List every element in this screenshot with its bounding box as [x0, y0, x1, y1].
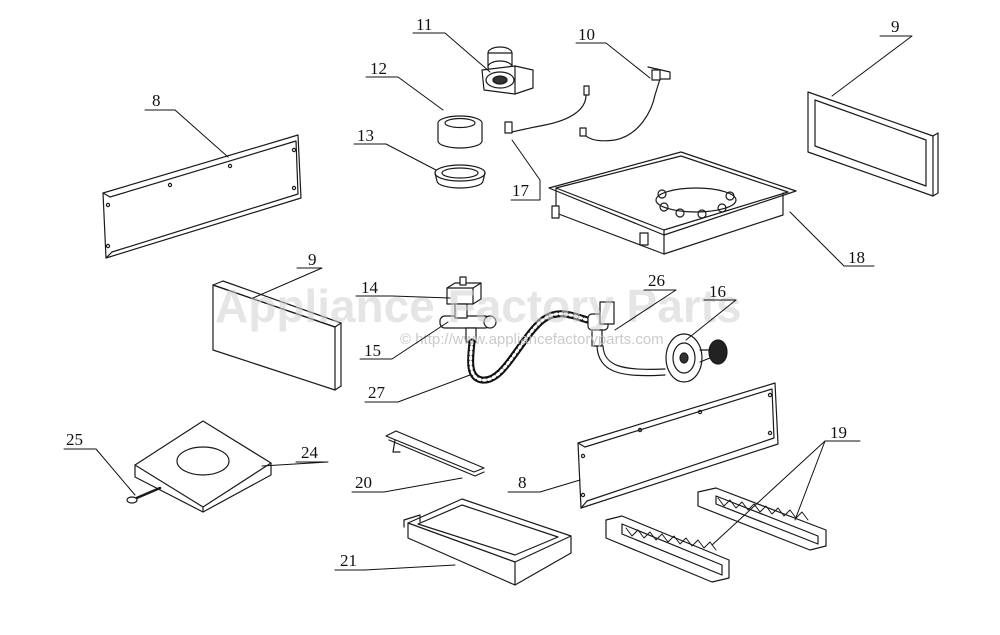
part-16-gas-regulator: [665, 333, 728, 383]
callout-label-17: 17: [512, 181, 530, 200]
callout-label-25: 25: [66, 430, 83, 449]
callout-label-8-lower: 8: [518, 473, 527, 492]
callout-label-12: 12: [370, 59, 387, 78]
callout-label-13: 13: [357, 126, 374, 145]
part-8-front-panel-lower: [577, 382, 779, 509]
callout-label-18: 18: [848, 248, 865, 267]
callout-label-27: 27: [368, 383, 386, 402]
part-26-elbow-fitting: [587, 301, 666, 377]
callout-label-8-upper: 8: [152, 91, 161, 110]
part-17-igniter-wire: [504, 85, 590, 134]
part-27-flex-gas-hose: [467, 310, 599, 384]
callout-label-15: 15: [364, 341, 381, 360]
part-13-burner-ring: [434, 164, 486, 189]
part-10-thermocouple: [579, 66, 671, 142]
watermark-brand: Appliance Factory Parts: [215, 280, 742, 332]
callout-label-16: 16: [709, 282, 726, 301]
callout-label-11: 11: [416, 15, 432, 34]
callout-label-26: 26: [648, 271, 665, 290]
part-11-burner-valve: [481, 46, 534, 95]
callout-label-20: 20: [355, 473, 372, 492]
callout-label-21: 21: [340, 551, 357, 570]
part-12-burner-cap: [437, 115, 483, 149]
callout-label-24: 24: [301, 443, 319, 462]
callout-label-14: 14: [361, 278, 379, 297]
part-19-vent-grilles: [605, 487, 827, 583]
part-20-bracket-strip: [385, 430, 485, 477]
part-24-mounting-plate: [134, 420, 272, 513]
part-8-front-panel-upper: [102, 134, 302, 259]
part-14-gas-valve: [446, 276, 482, 305]
callout-label-10: 10: [578, 25, 595, 44]
callout-label-9-upper: 9: [891, 17, 900, 36]
part-9-side-panel-lower: [212, 280, 342, 391]
part-25-screw: [126, 486, 162, 504]
callout-leaders: [63, 32, 913, 571]
part-18-burner-box: [548, 151, 797, 255]
callout-label-9-lower: 9: [308, 250, 317, 269]
part-15-manifold-fitting: [439, 303, 497, 343]
part-9-side-panel-upper: [807, 91, 939, 197]
callout-label-19: 19: [830, 423, 847, 442]
watermark-url: © http://www.appliancefactoryparts.com: [400, 331, 664, 348]
part-21-grease-tray: [403, 498, 572, 586]
